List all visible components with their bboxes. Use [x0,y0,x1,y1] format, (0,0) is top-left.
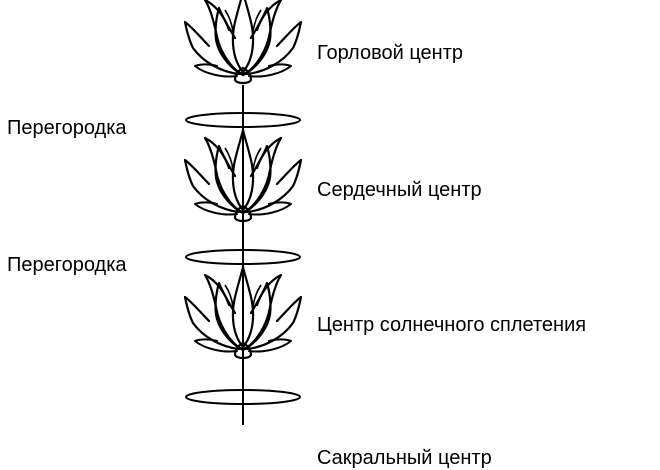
partition-label-1: Перегородка [7,118,127,138]
sacral-center-label: Сакральный центр [317,448,492,468]
throat-center-label: Горловой центр [317,43,463,63]
partition-label-2: Перегородка [7,255,127,275]
lotus-throat-icon [185,0,301,83]
solar-plexus-label: Центр солнечного сплетения [317,315,586,335]
heart-center-label: Сердечный центр [317,180,482,200]
